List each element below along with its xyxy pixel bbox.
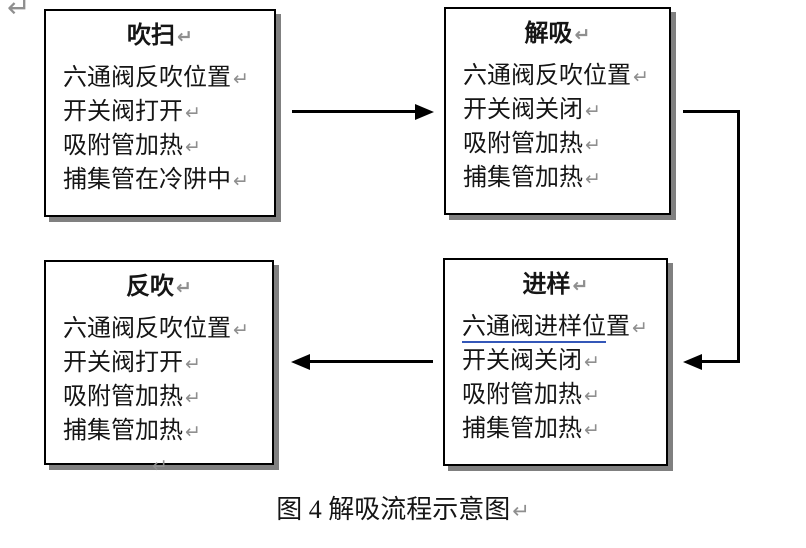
box-line-text: 六通阀反吹位置 bbox=[63, 65, 231, 91]
flow-box-purge: 吹扫↵ 六通阀反吹位置↵ 开关阀打开↵ 吸附管加热↵ 捕集管在冷阱中↵ bbox=[44, 9, 276, 217]
empty-paragraph-line: ↵ bbox=[63, 449, 255, 483]
box-line-text: 开关阀关闭 bbox=[462, 348, 582, 374]
figure-caption-text: 图 4 解吸流程示意图 bbox=[276, 495, 511, 524]
box-line: 捕集管加热↵ bbox=[462, 413, 649, 447]
box-line-text: 捕集管加热 bbox=[463, 165, 583, 191]
paragraph-mark-icon: ↵ bbox=[185, 136, 201, 158]
box-line: 捕集管在冷阱中↵ bbox=[63, 164, 257, 198]
paragraph-mark-icon: ↵ bbox=[176, 277, 192, 299]
arrowhead-right-icon bbox=[415, 104, 434, 120]
box-title-text: 吹扫 bbox=[127, 23, 176, 49]
box-title: 进样↵ bbox=[462, 270, 649, 301]
paragraph-mark-icon: ↵ bbox=[585, 134, 601, 156]
box-line: 开关阀关闭↵ bbox=[462, 345, 649, 379]
paragraph-mark-icon: ↵ bbox=[572, 275, 589, 297]
connector-desorb-to-inject-bottom-segment bbox=[700, 360, 740, 363]
arrowhead-left-icon bbox=[291, 354, 310, 370]
paragraph-mark-icon: ↵ bbox=[632, 317, 648, 339]
paragraph-mark-icon: ↵ bbox=[512, 499, 530, 523]
paragraph-mark-icon: ↵ bbox=[152, 455, 168, 477]
paragraph-mark-icon: ↵ bbox=[633, 66, 649, 88]
box-line: 捕集管加热↵ bbox=[63, 415, 255, 449]
box-line-text: 吸附管加热 bbox=[63, 384, 183, 410]
paragraph-mark-icon: ↵ bbox=[185, 353, 201, 375]
flow-box-inject: 进样↵ 六通阀进样位置↵ 开关阀关闭↵ 吸附管加热↵ 捕集管加热↵ bbox=[443, 258, 668, 466]
paragraph-mark-icon: ↵ bbox=[584, 385, 600, 407]
box-line-text: 开关阀打开 bbox=[63, 99, 183, 125]
box-line: 吸附管加热↵ bbox=[462, 379, 649, 413]
figure-caption: 图 4 解吸流程示意图↵ bbox=[0, 494, 806, 527]
box-line: 开关阀打开↵ bbox=[63, 96, 257, 130]
box-line: 六通阀进样位置↵ bbox=[462, 311, 649, 345]
box-title: 反吹↵ bbox=[63, 272, 255, 303]
paragraph-mark-icon: ↵ bbox=[185, 102, 201, 124]
paragraph-mark-icon: ↵ bbox=[584, 419, 600, 441]
box-line: 六通阀反吹位置↵ bbox=[463, 60, 652, 94]
box-line-text: 吸附管加热 bbox=[463, 131, 583, 157]
stray-paragraph-mark-icon: ↵ bbox=[7, 0, 31, 24]
paragraph-mark-icon: ↵ bbox=[584, 351, 600, 373]
box-line: 开关阀打开↵ bbox=[63, 347, 255, 381]
connector-desorb-to-inject-top-segment bbox=[683, 110, 740, 113]
paragraph-mark-icon: ↵ bbox=[574, 24, 591, 46]
paragraph-mark-icon: ↵ bbox=[585, 100, 601, 122]
paragraph-mark-icon: ↵ bbox=[233, 170, 249, 192]
flow-box-backflush: 反吹↵ 六通阀反吹位置↵ 开关阀打开↵ 吸附管加热↵ 捕集管加热↵ ↵ bbox=[44, 260, 274, 477]
arrow-inject-to-backflush-shaft bbox=[308, 360, 433, 363]
box-line-text-underlined: 六通阀进样位 bbox=[462, 314, 606, 343]
box-line: 六通阀反吹位置↵ bbox=[63, 62, 257, 96]
box-title-text: 反吹 bbox=[126, 274, 175, 300]
box-line-text: 置 bbox=[606, 314, 630, 340]
box-title: 吹扫↵ bbox=[63, 21, 257, 52]
paragraph-mark-icon: ↵ bbox=[233, 319, 249, 341]
paragraph-mark-icon: ↵ bbox=[185, 387, 201, 409]
paragraph-mark-icon: ↵ bbox=[185, 421, 201, 443]
box-line-text: 开关阀打开 bbox=[63, 350, 183, 376]
arrowhead-left-icon bbox=[683, 354, 702, 370]
box-title-text: 解吸 bbox=[524, 21, 573, 47]
box-line-text: 吸附管加热 bbox=[462, 382, 582, 408]
box-line: 吸附管加热↵ bbox=[463, 128, 652, 162]
box-line: 吸附管加热↵ bbox=[63, 130, 257, 164]
box-title-text: 进样 bbox=[522, 272, 571, 298]
box-line-text: 六通阀反吹位置 bbox=[463, 63, 631, 89]
box-line: 开关阀关闭↵ bbox=[463, 94, 652, 128]
box-line-text: 吸附管加热 bbox=[63, 133, 183, 159]
box-line: 六通阀反吹位置↵ bbox=[63, 313, 255, 347]
paragraph-mark-icon: ↵ bbox=[177, 26, 193, 48]
box-line: 捕集管加热↵ bbox=[463, 162, 652, 196]
box-line-text: 六通阀反吹位置 bbox=[63, 316, 231, 342]
paragraph-mark-icon: ↵ bbox=[585, 168, 601, 190]
box-line-text: 捕集管在冷阱中 bbox=[63, 167, 231, 193]
box-line-text: 捕集管加热 bbox=[462, 416, 582, 442]
connector-desorb-to-inject-vertical-segment bbox=[737, 110, 740, 363]
box-line-text: 捕集管加热 bbox=[63, 418, 183, 444]
paragraph-mark-icon: ↵ bbox=[233, 68, 249, 90]
arrow-purge-to-desorb-shaft bbox=[292, 110, 416, 113]
box-title: 解吸↵ bbox=[463, 19, 652, 50]
box-line-text: 开关阀关闭 bbox=[463, 97, 583, 123]
flow-box-desorb: 解吸↵ 六通阀反吹位置↵ 开关阀关闭↵ 吸附管加热↵ 捕集管加热↵ bbox=[444, 7, 671, 215]
box-line: 吸附管加热↵ bbox=[63, 381, 255, 415]
